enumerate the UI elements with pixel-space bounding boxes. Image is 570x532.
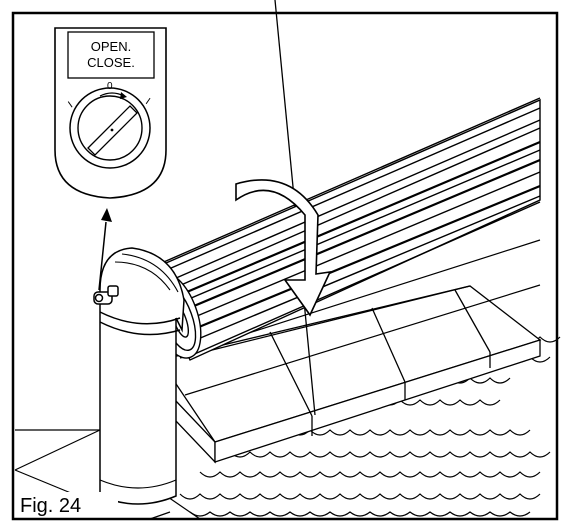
control-panel-callout: OPEN. CLOSE. I 0 I [54,27,167,199]
pool-coping [158,0,542,464]
open-label: OPEN. [91,39,131,54]
control-post [93,247,185,505]
rotation-arrow [235,179,332,317]
key-mark-left: I [66,100,75,111]
key-mark-right: I [143,96,152,107]
pointer-arrow [98,208,112,291]
key-center-dot [110,128,114,132]
key-mark-top: 0 [107,81,113,92]
close-label: CLOSE. [87,55,135,70]
key-switch[interactable]: I 0 I [66,81,152,169]
caption-background [16,492,118,517]
figure-caption: Fig. 24 [20,495,81,517]
label-box [67,31,155,79]
